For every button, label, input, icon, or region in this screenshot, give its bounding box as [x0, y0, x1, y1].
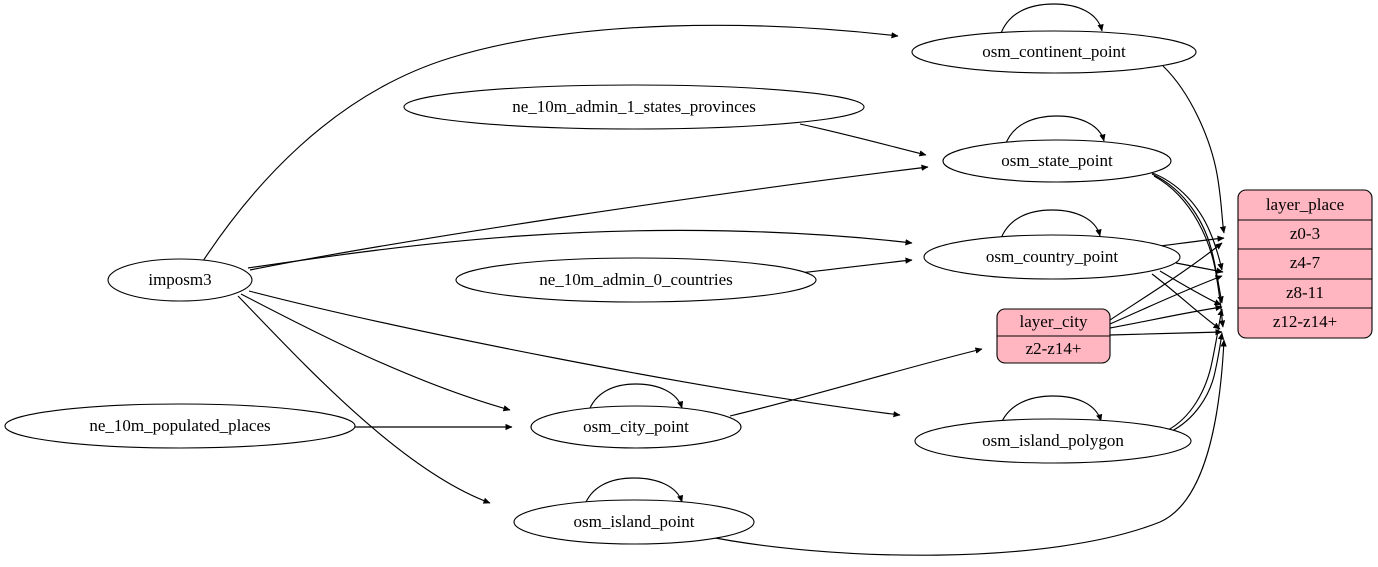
- edge-layer_city-to-layer_place_z0_3: [1109, 242, 1223, 321]
- edge-imposm3-to-osm_island_polygon: [248, 290, 901, 418]
- node-shape-osm_continent_point: [911, 30, 1197, 74]
- record-row-layer_city-z2-z14[interactable]: z2-z14+: [1026, 339, 1082, 358]
- record-box-layer_place: [1237, 189, 1373, 339]
- node-osm_island_point[interactable]: osm_island_point: [513, 499, 755, 545]
- edge-osm_island_point-to-layer_place_z12_14: [699, 339, 1227, 556]
- edge-osm_city_point-to-layer_city_z2: [729, 347, 983, 417]
- node-label-ne_10m_admin_0_countries: ne_10m_admin_0_countries: [539, 270, 733, 289]
- edges-group: [202, 3, 1227, 556]
- node-label-osm_island_polygon: osm_island_polygon: [982, 431, 1124, 450]
- edge-imposm3-to-osm_state_point: [249, 164, 929, 271]
- edge-layer_city-to-layer_place_z4_7: [1109, 275, 1223, 325]
- edge-osm_country_point-to-layer_place_z0_3: [1160, 235, 1225, 247]
- edge-self-osm_continent_point: [999, 3, 1104, 37]
- node-label-osm_city_point: osm_city_point: [583, 417, 689, 436]
- record-row-layer_place-z4-7[interactable]: z4-7: [1290, 253, 1321, 272]
- node-shape-osm_city_point: [530, 405, 742, 449]
- node-osm_island_polygon[interactable]: osm_island_polygon: [914, 418, 1192, 464]
- edge-self-osm_city_point: [587, 383, 684, 414]
- node-shape-ne_10m_admin_1_states_provinces: [403, 84, 865, 130]
- record-row-layer_city-title: layer_city: [1020, 312, 1088, 331]
- node-label-ne_10m_admin_1_states_provinces: ne_10m_admin_1_states_provinces: [512, 97, 756, 116]
- node-shape-osm_island_point: [513, 499, 755, 545]
- node-label-ne_10m_populated_places: ne_10m_populated_places: [89, 416, 270, 435]
- record-nodes-group: layer_city z2-z14+ layer_place z0-3 z4-7…: [996, 189, 1373, 364]
- node-label-imposm3: imposm3: [148, 270, 211, 289]
- edge-ne_10m_admin_0_countries-to-osm_country_point: [799, 257, 913, 274]
- node-shape-osm_island_polygon: [914, 418, 1192, 464]
- edge-osm_country_point-to-layer_place_z4_7: [1175, 262, 1224, 274]
- nodes-group: imposm3 ne_10m_populated_places ne_10m_a…: [4, 30, 1197, 545]
- edge-self-osm_island_point: [583, 477, 684, 508]
- record-node-layer_place[interactable]: layer_place z0-3 z4-7 z8-11 z12-z14+: [1237, 189, 1373, 339]
- node-shape-ne_10m_admin_0_countries: [455, 257, 817, 303]
- edge-self-osm_island_polygon: [999, 395, 1103, 427]
- edge-imposm3-to-osm_country_point: [247, 229, 913, 269]
- edge-osm_island_polygon-to-layer_place_z8_11: [1167, 308, 1224, 431]
- node-shape-osm_state_point: [942, 139, 1172, 183]
- edge-osm_state_point-to-layer_place_z4_7: [1149, 171, 1224, 271]
- edge-osm_island_polygon-to-layer_place_z12_14: [1169, 332, 1225, 433]
- edge-ne_10m_admin_1_states_provinces-to-osm_state_point: [799, 123, 927, 157]
- edge-osm_country_point-to-layer_place_z12_14: [1151, 273, 1221, 330]
- edge-self-osm_country_point: [999, 209, 1102, 242]
- node-label-osm_country_point: osm_country_point: [986, 247, 1118, 266]
- edge-imposm3-to-osm_city_point: [240, 293, 511, 412]
- edge-osm_state_point-to-layer_place_z8_11: [1151, 173, 1224, 304]
- node-ne_10m_admin_0_countries[interactable]: ne_10m_admin_0_countries: [455, 257, 817, 303]
- edge-layer_city-to-layer_place_z12_14: [1109, 329, 1223, 336]
- edge-imposm3-to-osm_continent_point: [202, 24, 899, 262]
- edge-osm_continent_point-to-layer_place_z0_3: [1162, 65, 1226, 234]
- node-label-osm_continent_point: osm_continent_point: [982, 42, 1126, 61]
- record-node-layer_city[interactable]: layer_city z2-z14+: [996, 308, 1111, 364]
- node-ne_10m_admin_1_states_provinces[interactable]: ne_10m_admin_1_states_provinces: [403, 84, 865, 130]
- record-row-layer_place-z12-z14[interactable]: z12-z14+: [1273, 312, 1337, 331]
- node-shape-imposm3: [107, 258, 253, 302]
- node-shape-osm_country_point: [923, 234, 1181, 280]
- record-row-layer_place-z0-3[interactable]: z0-3: [1290, 224, 1320, 243]
- edge-self-osm_state_point: [1004, 115, 1106, 147]
- node-osm_continent_point[interactable]: osm_continent_point: [911, 30, 1197, 74]
- edge-layer_city-to-layer_place_z8_11: [1109, 304, 1223, 329]
- node-osm_city_point[interactable]: osm_city_point: [530, 405, 742, 449]
- record-row-layer_place-z8-11[interactable]: z8-11: [1286, 283, 1324, 302]
- node-osm_country_point[interactable]: osm_country_point: [923, 234, 1181, 280]
- node-ne_10m_populated_places[interactable]: ne_10m_populated_places: [4, 403, 356, 449]
- edge-imposm3-to-osm_island_point: [237, 295, 491, 504]
- node-imposm3[interactable]: imposm3: [107, 258, 253, 302]
- node-label-osm_island_point: osm_island_point: [574, 512, 695, 531]
- node-shape-ne_10m_populated_places: [4, 403, 356, 449]
- record-row-layer_place-title: layer_place: [1266, 195, 1344, 214]
- node-osm_state_point[interactable]: osm_state_point: [942, 139, 1172, 183]
- node-label-osm_state_point: osm_state_point: [1001, 151, 1113, 170]
